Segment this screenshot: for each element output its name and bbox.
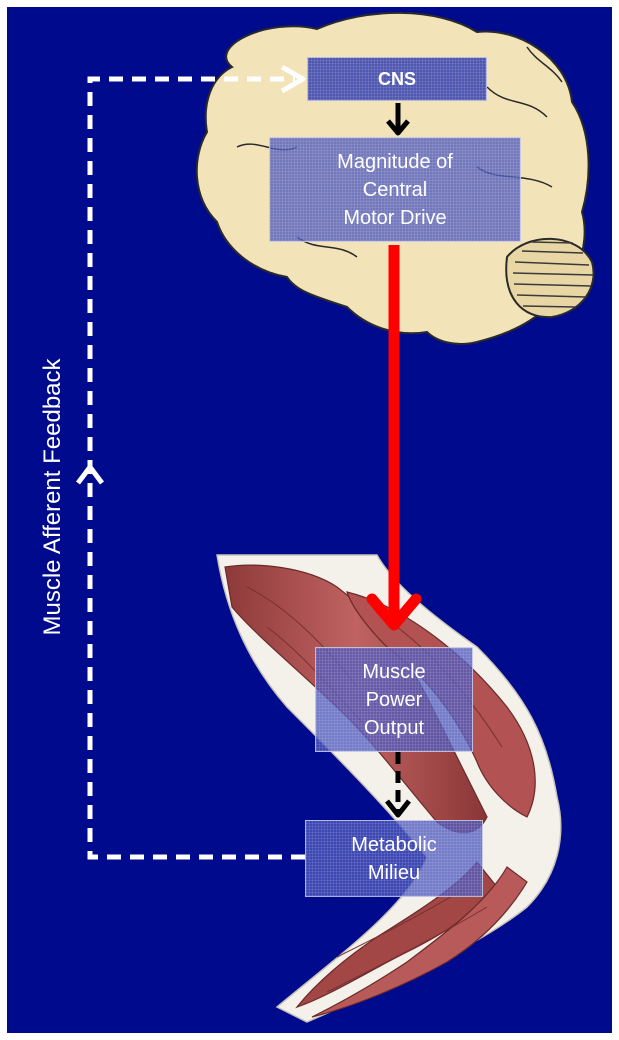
- muscle-power-output-node: Muscle Power Output: [315, 647, 473, 752]
- metabolic-milieu-node: Metabolic Milieu: [305, 820, 483, 897]
- diagram-panel: CNS Magnitude of Central Motor Drive Mus…: [7, 7, 612, 1033]
- muscle-afferent-feedback-label: Muscle Afferent Feedback: [39, 358, 67, 635]
- brain-cerebellum: [506, 239, 593, 317]
- central-motor-drive-node: Magnitude of Central Motor Drive: [269, 137, 521, 242]
- cns-node: CNS: [307, 57, 487, 101]
